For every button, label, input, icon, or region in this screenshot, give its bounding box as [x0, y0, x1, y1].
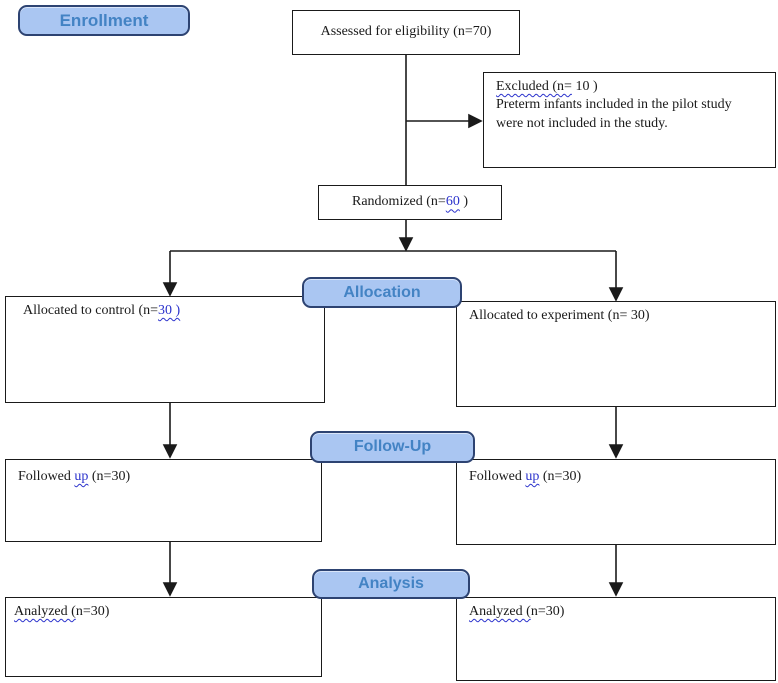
randomized-box: Randomized (n=60 ): [318, 185, 502, 220]
allocated-control-box: Allocated to control (n=30 ): [5, 296, 325, 403]
analyzed-control-marked: Analyzed (: [14, 604, 76, 619]
analyzed-experiment-marked: Analyzed (: [469, 604, 531, 619]
excluded-line1: Excluded (n= 10 ): [496, 78, 769, 96]
stage-badge-followup: Follow-Up: [310, 431, 475, 463]
analyzed-experiment-rest: n=30): [530, 604, 565, 619]
connector-arrow-to-followed-experiment: [608, 407, 624, 459]
connector-arrow-to-followed-control: [162, 403, 178, 459]
analyzed-experiment-box: Analyzed (n=30): [456, 597, 776, 681]
stage-badge-enrollment: Enrollment: [18, 5, 190, 36]
allocated-experiment-text: Allocated to experiment (n= 30): [469, 308, 650, 323]
stage-label-allocation: Allocation: [343, 283, 421, 301]
excluded-line3: were not included in the study.: [496, 115, 668, 131]
followed-experiment-box: Followed up (n=30): [456, 459, 776, 545]
stage-label-enrollment: Enrollment: [59, 10, 149, 30]
stage-label-followup: Follow-Up: [353, 438, 432, 455]
followed-experiment-prefix: Followed: [469, 469, 526, 484]
randomized-prefix: Randomized (n=: [352, 194, 446, 210]
assessed-eligibility-box: Assessed for eligibility (n=70): [292, 10, 520, 55]
followed-experiment-marked: up: [525, 469, 540, 484]
randomized-n-value: 60: [445, 194, 460, 210]
followed-control-prefix: Followed: [18, 469, 75, 484]
allocated-control-n-value: 30 ): [158, 303, 181, 318]
excluded-line2: Preterm infants included in the pilot st…: [496, 97, 732, 113]
followed-control-marked: up: [74, 469, 89, 484]
analyzed-control-box: Analyzed (n=30): [5, 597, 322, 677]
stage-badge-allocation: Allocation: [302, 277, 462, 308]
connector-arrow-to-allocated-experiment: [608, 251, 624, 302]
stage-badge-analysis: Analysis: [312, 569, 470, 599]
connector-arrow-to-analyzed-experiment: [608, 545, 624, 597]
randomized-text: Randomized (n=60 ): [352, 193, 468, 211]
assessed-eligibility-text: Assessed for eligibility (n=70): [320, 24, 492, 40]
connector-arrow-to-excluded: [406, 113, 483, 129]
excluded-box: Excluded (n= 10 ) Preterm infants includ…: [483, 72, 776, 168]
excluded-line1-marked: Excluded (n=: [496, 79, 572, 94]
followed-control-box: Followed up (n=30): [5, 459, 322, 542]
followed-experiment-suffix: (n=30): [539, 469, 582, 484]
followed-control-suffix: (n=30): [88, 469, 131, 484]
connector-randomized-to-split: [170, 220, 616, 252]
connector-arrow-to-allocated-control: [162, 251, 178, 297]
stage-label-analysis: Analysis: [358, 575, 424, 592]
analyzed-control-rest: n=30): [75, 604, 110, 619]
excluded-line1-rest: 10 ): [571, 79, 598, 94]
randomized-suffix: ): [459, 194, 468, 210]
allocated-control-prefix: Allocated to control (n=: [23, 303, 159, 318]
allocated-experiment-box: Allocated to experiment (n= 30): [456, 301, 776, 407]
connector-arrow-to-analyzed-control: [162, 542, 178, 597]
